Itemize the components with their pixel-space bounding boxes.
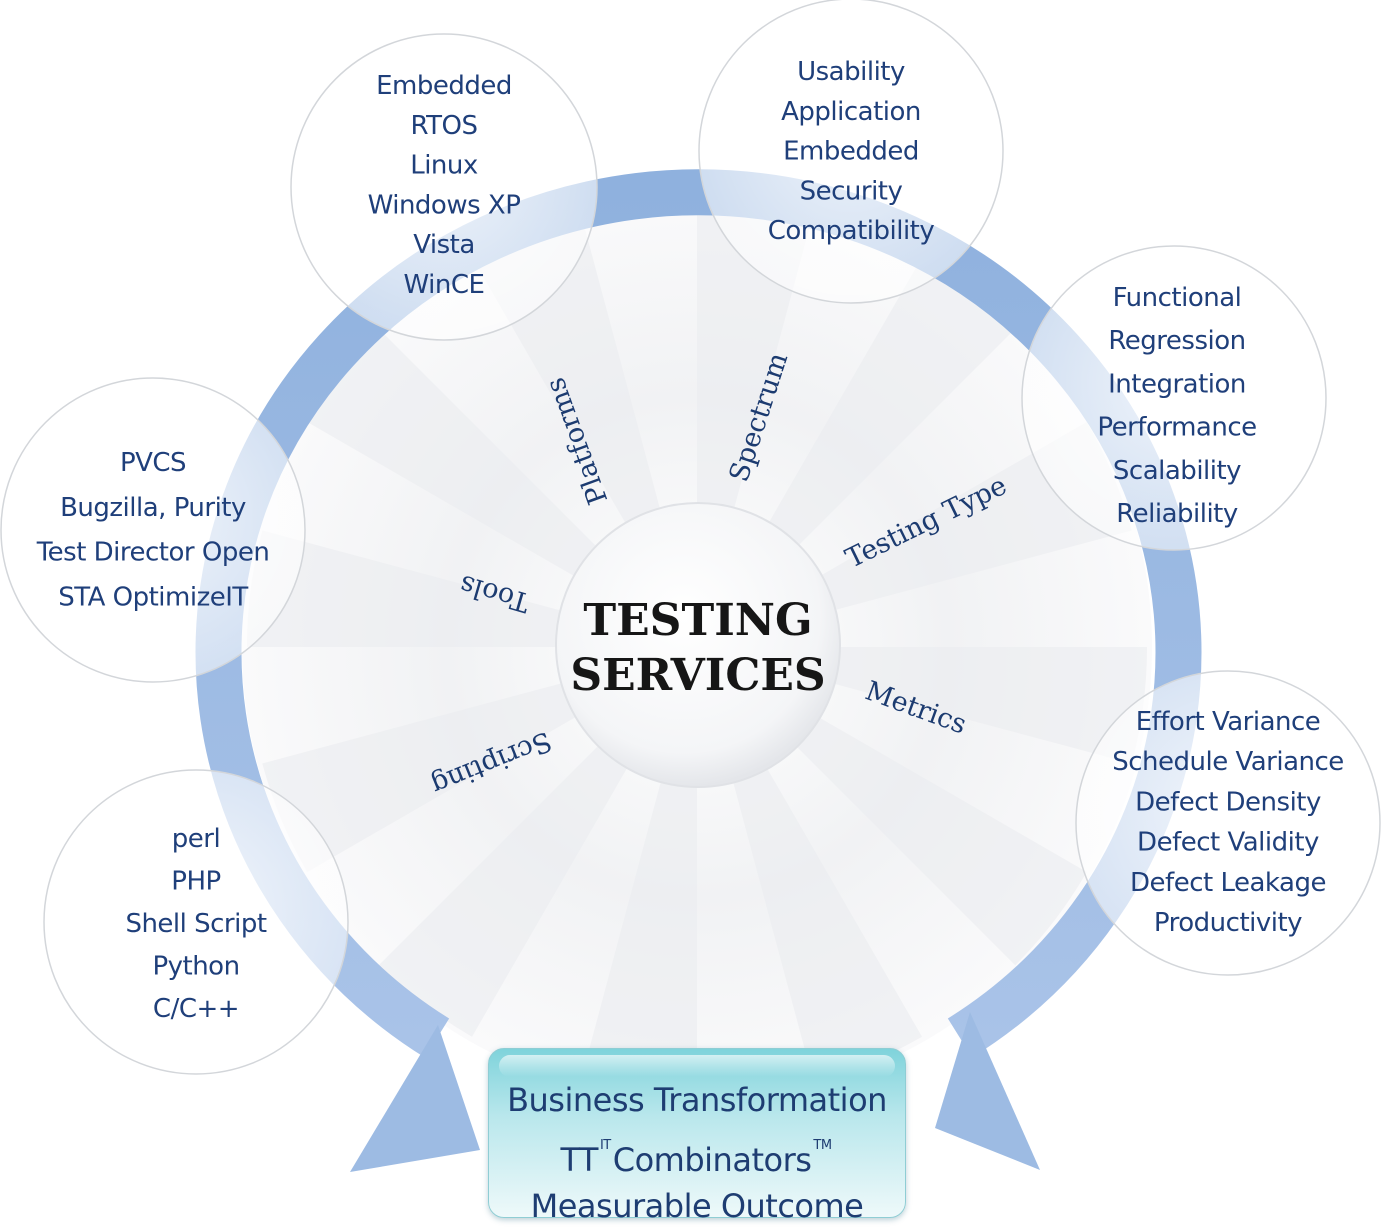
spectrum-item: Compatibility [768, 216, 935, 246]
platforms-item: Windows XP [368, 190, 521, 220]
outcome-line1: Business Transformation [507, 1081, 887, 1119]
outcome-tm-superscript: TM [813, 1138, 832, 1153]
outcome-tt: TT [560, 1141, 598, 1179]
outcome-line3: Measurable Outcome [530, 1187, 864, 1225]
testing-type-list: FunctionalRegressionIntegrationPerforman… [1097, 283, 1257, 529]
metrics-item: Defect Validity [1137, 828, 1319, 858]
center-title-line1: TESTING [583, 595, 812, 646]
scripting-item: PHP [171, 867, 220, 897]
testing-type-item: Functional [1113, 283, 1242, 313]
scripting-item: C/C++ [153, 994, 239, 1024]
platforms-item: Embedded [376, 71, 512, 101]
scripting-item: Shell Script [125, 909, 266, 939]
metrics-item: Effort Variance [1136, 707, 1321, 737]
testing-type-item: Scalability [1113, 456, 1241, 486]
tools-item: PVCS [120, 448, 186, 478]
spectrum-item: Usability [797, 57, 905, 87]
left-arrowhead [350, 1025, 480, 1172]
spectrum-item: Embedded [783, 137, 919, 167]
testing-type-item: Integration [1108, 369, 1246, 399]
platforms-item: WinCE [404, 270, 485, 300]
right-arrowhead [935, 1012, 1040, 1170]
metrics-item: Schedule Variance [1112, 747, 1344, 777]
bubble-spectrum: UsabilityApplicationEmbeddedSecurityComp… [698, 0, 1004, 304]
testing-type-item: Performance [1097, 413, 1256, 443]
metrics-item: Productivity [1154, 908, 1302, 938]
bubble-testing-type: FunctionalRegressionIntegrationPerforman… [1021, 245, 1327, 551]
tools-item: Bugzilla, Purity [60, 493, 246, 523]
platforms-item: Linux [410, 151, 478, 181]
metrics-item: Defect Density [1135, 787, 1321, 817]
center-hub: TESTING SERVICES [555, 502, 841, 788]
metrics-item: Defect Leakage [1130, 868, 1326, 898]
scripting-item: Python [152, 952, 239, 982]
testing-type-item: Regression [1108, 326, 1245, 356]
outcome-it-superscript: IT [599, 1138, 611, 1153]
spectrum-item: Security [800, 176, 903, 206]
spectrum-list: UsabilityApplicationEmbeddedSecurityComp… [768, 57, 935, 246]
spectrum-item: Application [781, 97, 921, 127]
scripting-item: perl [172, 824, 220, 854]
platforms-item: RTOS [410, 111, 477, 141]
tools-item: Test Director Open [36, 538, 270, 568]
testing-type-item: Reliability [1116, 499, 1238, 529]
tools-item: STA OptimizeIT [58, 582, 248, 612]
outcome-combinators: Combinators [612, 1141, 812, 1179]
center-title-line2: SERVICES [570, 650, 825, 701]
platforms-item: Vista [413, 230, 475, 260]
